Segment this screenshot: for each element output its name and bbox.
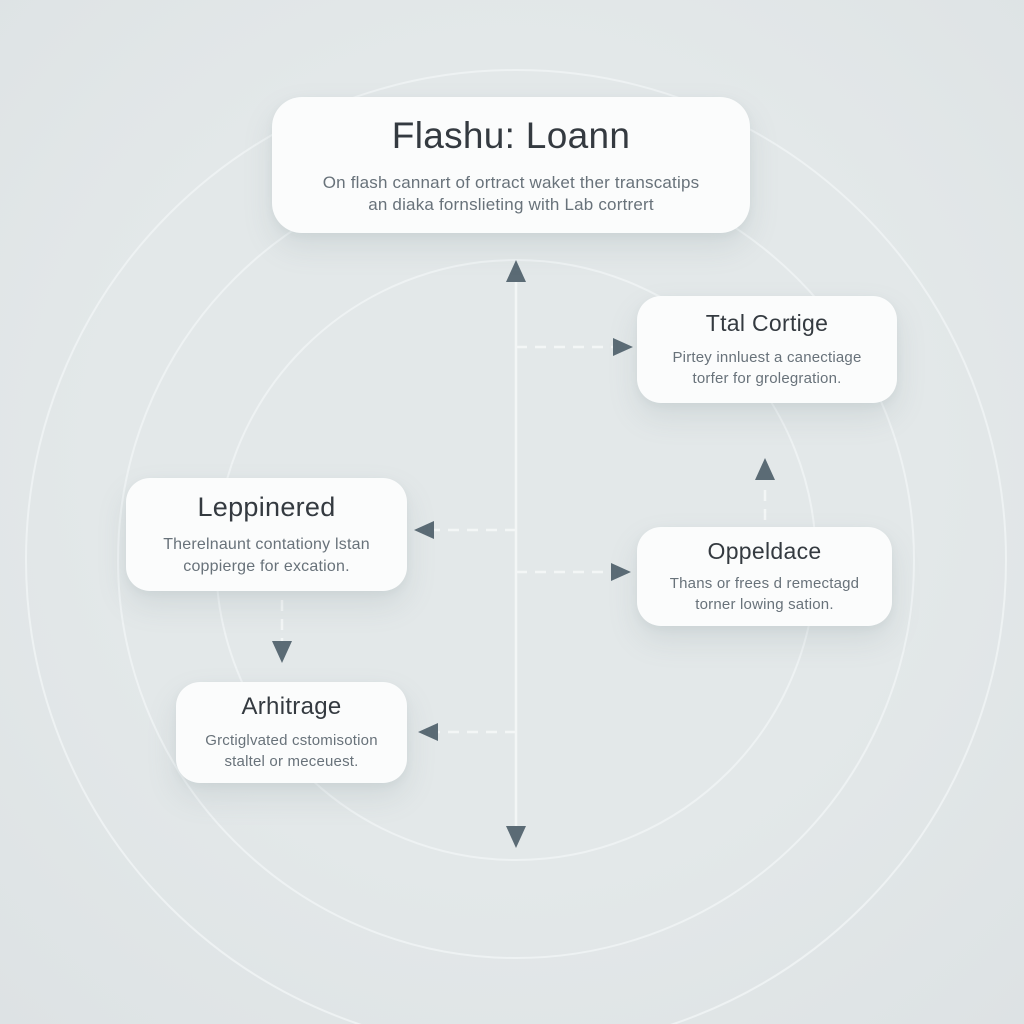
arrowhead-up-icon: [506, 260, 526, 282]
arrowhead-down-icon: [506, 826, 526, 848]
node-flash-loan-desc: On flash cannart of ortract waket ther t…: [323, 172, 700, 216]
node-total-cortige-desc-line1: Pirtey innluest a canectiage: [672, 348, 862, 366]
node-leppinered-desc: Therelnaunt contationy lstan coppierge f…: [163, 534, 370, 578]
arrowhead-left-icon: [414, 521, 434, 539]
node-leppinered: Leppinered Therelnaunt contationy lstan …: [126, 478, 407, 591]
node-arhitrage-desc-line1: Grctiglvated cstomisotion: [205, 731, 378, 749]
node-oppeldace-desc-line1: Thans or frees d remectagd: [669, 575, 860, 593]
node-leppinered-desc-line2: coppierge for excation.: [183, 557, 350, 575]
arrowhead-right-icon: [611, 563, 631, 581]
node-oppeldace-desc-line2: torner lowing sation.: [695, 596, 834, 614]
node-arhitrage-title: Arhitrage: [241, 693, 342, 721]
node-oppeldace: Oppeldace Thans or frees d remectagd tor…: [637, 527, 892, 626]
node-oppeldace-desc: Thans or frees d remectagd torner lowing…: [670, 573, 859, 615]
node-total-cortige-desc: Pirtey innluest a canectiage torfer for …: [672, 347, 861, 389]
background-circle: [25, 69, 1007, 1024]
node-arhitrage-desc: Grctiglvated cstomisotion staltel or mec…: [205, 730, 378, 772]
node-arhitrage-desc-line2: staltel or meceuest.: [224, 752, 359, 770]
arrowhead-left-icon: [418, 723, 438, 741]
node-total-cortige-desc-line2: torfer for grolegration.: [692, 369, 842, 387]
arrowhead-down-icon: [272, 641, 292, 663]
node-leppinered-title: Leppinered: [197, 492, 336, 523]
node-oppeldace-title: Oppeldace: [707, 537, 822, 564]
node-arhitrage: Arhitrage Grctiglvated cstomisotion stal…: [176, 682, 407, 783]
node-flash-loan: Flashu: Loann On flash cannart of ortrac…: [272, 97, 750, 233]
arrowhead-up-icon: [755, 458, 775, 480]
node-flash-loan-title: Flashu: Loann: [391, 115, 631, 157]
node-flash-loan-desc-line1: On flash cannart of ortract waket ther t…: [322, 172, 700, 192]
node-leppinered-desc-line1: Therelnaunt contationy lstan: [163, 535, 370, 553]
node-total-cortige-title: Ttal Cortige: [705, 310, 829, 337]
node-total-cortige: Ttal Cortige Pirtey innluest a canectiag…: [637, 296, 897, 403]
arrowhead-right-icon: [613, 338, 633, 356]
node-flash-loan-desc-line2: an diaka fornslieting with Lab cortrert: [368, 194, 654, 214]
